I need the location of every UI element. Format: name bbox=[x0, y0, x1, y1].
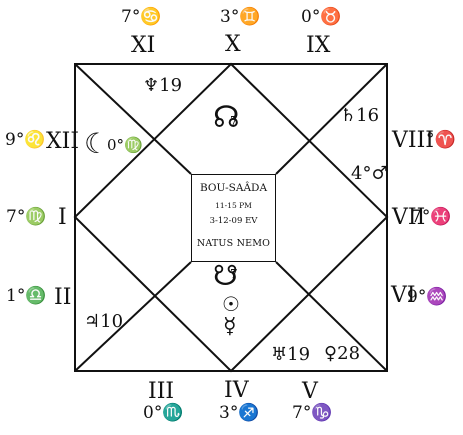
house-11-numeral: XI bbox=[131, 33, 156, 58]
native-name: NATUS NEMO bbox=[196, 238, 271, 249]
cusp-house-6: 9°♒ bbox=[407, 287, 448, 307]
south-node-symbol: ☋ bbox=[213, 259, 238, 292]
uranus-placement: ♅19 bbox=[271, 344, 311, 365]
cusp-house-3: 0°♏ bbox=[143, 403, 184, 423]
cusp-house-4: 3°♐ bbox=[219, 403, 260, 423]
house-7-numeral: VII bbox=[392, 205, 426, 230]
cusp-house-5: 7°♑ bbox=[292, 403, 333, 423]
house-2-numeral: II bbox=[54, 285, 72, 310]
cusp-house-11: 7°♋ bbox=[121, 7, 162, 27]
mars-placement: 4°♂ bbox=[351, 163, 388, 184]
diagonal-bottom-left bbox=[74, 261, 192, 372]
cusp-house-7: 7°♓ bbox=[411, 207, 452, 227]
house-4-numeral: IV bbox=[224, 378, 249, 403]
inner-diamond bbox=[73, 62, 389, 373]
house-6-numeral: VI bbox=[391, 283, 416, 308]
venus-placement: ♀28 bbox=[324, 343, 361, 364]
birth-time: 11-15 PM bbox=[215, 201, 252, 210]
house-5-numeral: V bbox=[302, 379, 318, 404]
moon-position: 0°♍ bbox=[107, 136, 143, 154]
cusp-house-2: 1°♎ bbox=[6, 286, 47, 306]
house-8-numeral: VIII bbox=[392, 128, 434, 153]
north-node-degree: 7 bbox=[230, 114, 238, 128]
birth-date: 3-12-09 EV bbox=[209, 216, 258, 226]
birth-place: BOU-SAÂDA bbox=[199, 182, 268, 194]
neptune-placement: ♆19 bbox=[143, 75, 183, 96]
house-9-numeral: IX bbox=[306, 33, 331, 58]
diagonal-bottom-right bbox=[275, 261, 388, 372]
house-10-numeral: X bbox=[225, 32, 241, 57]
north-node-symbol: ☊ bbox=[213, 100, 240, 135]
cusp-house-9: 0°♉ bbox=[301, 7, 342, 27]
house-12-numeral: XII bbox=[46, 129, 80, 154]
cusp-house-8: °♈ bbox=[426, 130, 456, 150]
saturn-placement: ♄16 bbox=[340, 105, 380, 126]
south-node-degree: 7 bbox=[230, 267, 238, 281]
moon-symbol: ☾ bbox=[84, 127, 110, 160]
diagonal-top-right bbox=[275, 63, 388, 175]
sun-symbol: ☉ bbox=[222, 292, 240, 316]
house-1-numeral: I bbox=[58, 205, 67, 230]
cusp-house-10: 3°♊ bbox=[220, 7, 261, 27]
diagonal-top-left bbox=[74, 63, 192, 175]
mercury-symbol: ☿ bbox=[223, 314, 237, 339]
house-3-numeral: III bbox=[148, 379, 175, 404]
birth-data-box: BOU-SAÂDA 11-15 PM 3-12-09 EV NATUS NEMO bbox=[191, 174, 276, 262]
cusp-house-1: 7°♍ bbox=[6, 207, 47, 227]
cusp-house-12: 9°♌ bbox=[5, 130, 46, 150]
jupiter-placement: ♃10 bbox=[84, 311, 124, 332]
